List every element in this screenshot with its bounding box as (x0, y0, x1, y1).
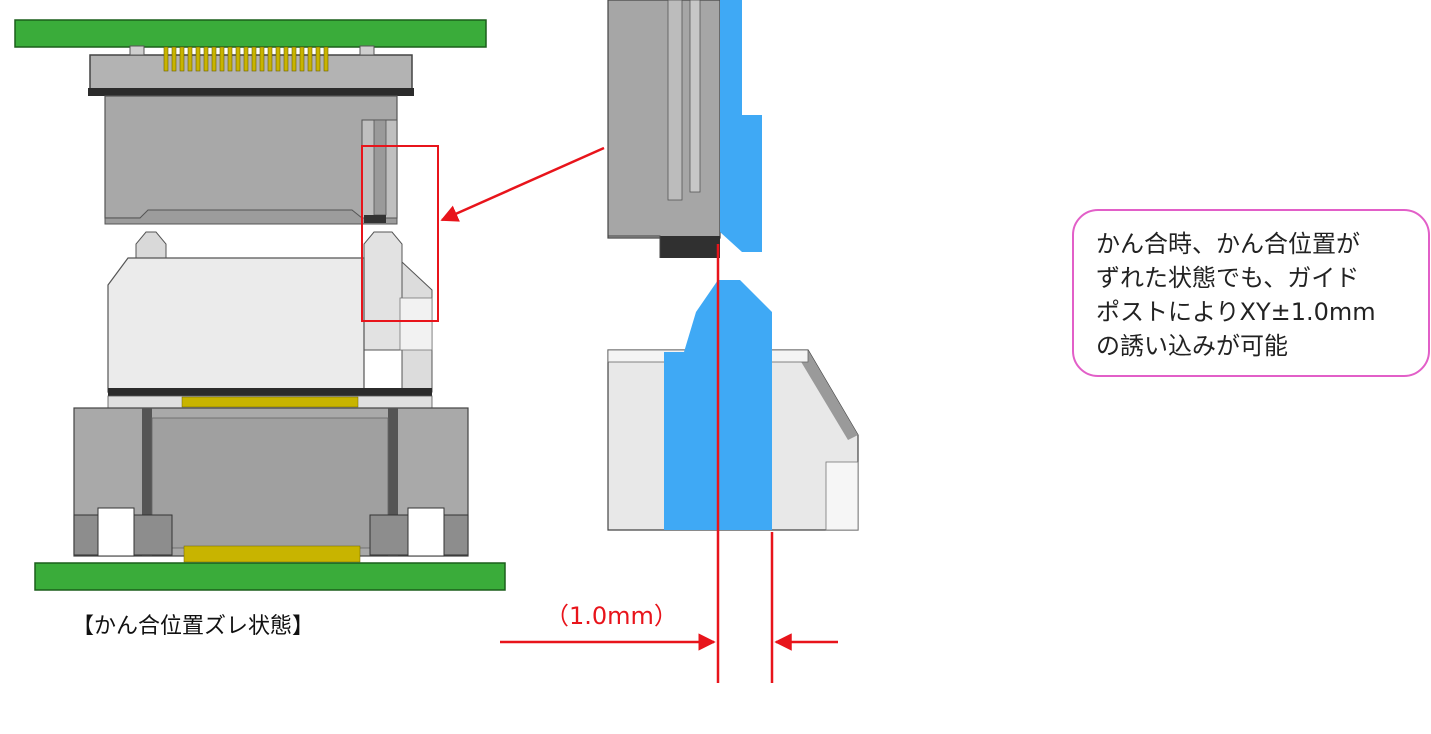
receptacle-pins-upper (181, 396, 359, 408)
receptacle-connector (73, 231, 469, 563)
plug-pins (163, 46, 329, 72)
zoom-pointer-arrow (440, 146, 605, 222)
magnified-detail (607, 0, 859, 531)
dimension-label: （1.0mm） (545, 602, 678, 630)
bottom-pcb (34, 562, 506, 591)
dimension-markup (500, 244, 838, 683)
callout-line: かん合時、かん合位置が (1096, 230, 1360, 258)
diagram-caption: 【かん合位置ズレ状態】 (72, 614, 315, 639)
callout-line: の誘い込みが可能 (1096, 332, 1288, 360)
connector-assembly (14, 19, 506, 591)
top-pcb (14, 19, 487, 48)
callout-line: ポストによりXY±1.0mm (1096, 298, 1376, 326)
plug-guide-blue (720, 0, 762, 252)
zoom-highlight-box (361, 145, 439, 322)
plug-connector (88, 45, 414, 225)
callout-line: ずれた状態でも、ガイド (1096, 264, 1360, 292)
receptacle-pins-lower (183, 545, 361, 563)
callout-box: かん合時、かん合位置が ずれた状態でも、ガイド ポストによりXY±1.0mm の… (1072, 209, 1430, 377)
